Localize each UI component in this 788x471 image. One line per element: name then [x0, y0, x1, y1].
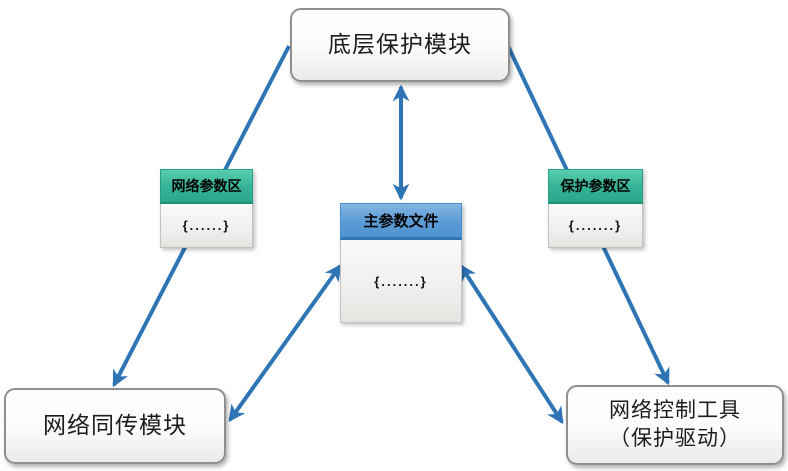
- protection-param-header: 保护参数区: [548, 169, 643, 204]
- node-label: 网络同传模块: [43, 412, 187, 439]
- arrow-main-param-to-network-control: [459, 263, 564, 425]
- node-label-line1: 网络控制工具: [609, 398, 741, 422]
- arrow-main-param-to-network-sync: [228, 263, 342, 423]
- node-base-protection-module: 底层保护模块: [290, 8, 510, 82]
- node-label-line2: （保护驱动）: [609, 427, 741, 450]
- node-network-param-area: 网络参数区 {......}: [160, 169, 253, 248]
- node-label: 底层保护模块: [328, 31, 472, 58]
- node-main-param-file: 主参数文件 {.......}: [340, 203, 462, 323]
- protection-param-value: {.......}: [548, 204, 643, 248]
- main-param-file-value: {.......}: [340, 240, 462, 323]
- node-network-control-tool: 网络控制工具 （保护驱动）: [566, 385, 784, 465]
- node-network-sync-module: 网络同传模块: [4, 388, 226, 464]
- main-param-file-header: 主参数文件: [340, 203, 462, 240]
- node-protection-param-area: 保护参数区 {.......}: [548, 169, 643, 248]
- network-param-header: 网络参数区: [160, 169, 253, 204]
- network-param-value: {......}: [160, 204, 253, 248]
